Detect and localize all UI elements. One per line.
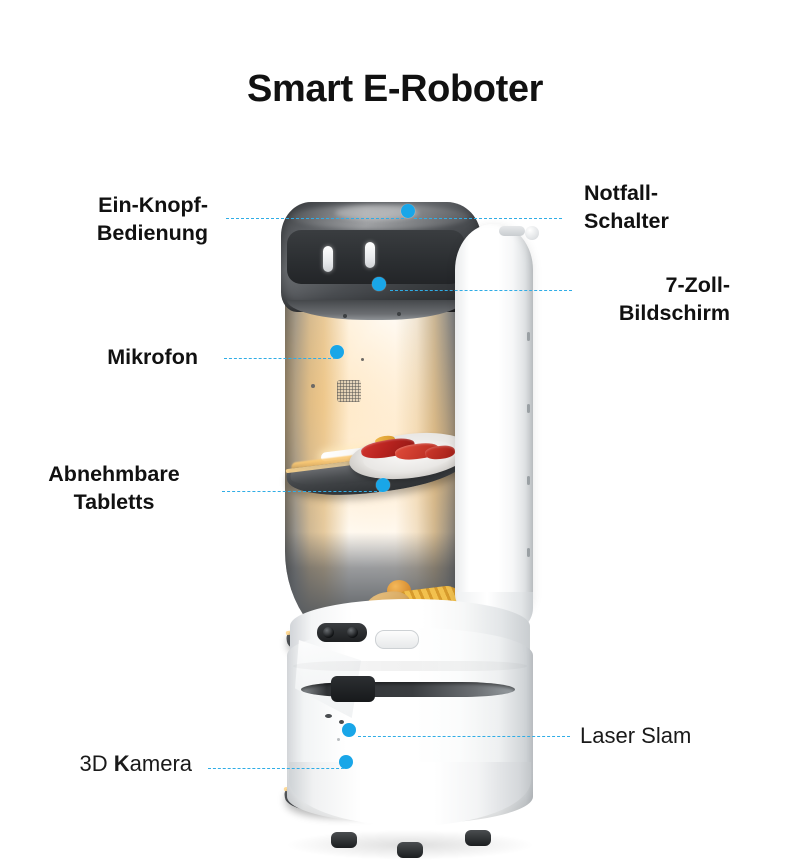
robot-eye-left-icon: [323, 246, 333, 272]
callout-label-laser-slam: Laser Slam: [580, 723, 692, 748]
screen-side-vent: [527, 548, 530, 557]
microphone-grille-icon: [337, 380, 361, 402]
robot-wheel: [465, 830, 491, 846]
camera-lens-icon: [347, 627, 358, 638]
robot-wheel: [397, 842, 423, 858]
base-sensor-dot: [337, 738, 340, 741]
callout-label-7-zoll-bildschirm: 7-Zoll- Bildschirm: [618, 273, 730, 325]
callout-label-3d-kamera-prefix: 3D: [79, 751, 114, 776]
head-sensor-pin: [343, 314, 347, 318]
3d-camera-module: [317, 623, 367, 642]
head-sensor-pin: [397, 312, 401, 316]
callout-label-abnehmbare-tabletts: Abnehmbare Tabletts: [48, 462, 180, 514]
head-top-sheen: [291, 204, 469, 230]
leader-line-3d-kamera: [208, 768, 344, 769]
callout-dot-abnehmbare-tabletts[interactable]: [342, 723, 356, 737]
screen-side-vent: [527, 332, 530, 341]
head-highlight: [335, 206, 419, 220]
cabinet-screw-pin: [311, 384, 315, 388]
callout-label-ein-knopf-bedienung: Ein-Knopf- Bedienung: [96, 193, 208, 245]
callout-dot-notfall-schalter[interactable]: [372, 277, 386, 291]
leader-line-mikrofon: [224, 358, 336, 359]
robot-head: [281, 202, 481, 312]
head-lower-bezel: [287, 300, 463, 320]
base-seam-line: [293, 661, 527, 671]
leader-line-ein-knopf-bedienung: [226, 218, 404, 219]
callout-dot-7-zoll-bildschirm[interactable]: [330, 345, 344, 359]
page-title: Smart E-Roboter: [247, 68, 543, 110]
base-indicator-button[interactable]: [375, 630, 419, 649]
cabinet-screw-pin: [361, 358, 364, 361]
callout-dot-mikrofon[interactable]: [376, 478, 390, 492]
robot-illustration: [279, 196, 541, 860]
screen-side-vent: [527, 476, 530, 485]
emergency-switch-button[interactable]: [525, 226, 539, 240]
robot-wheel: [331, 832, 357, 848]
leader-line-7-zoll-bildschirm: [390, 290, 572, 291]
callout-dot-laser-slam[interactable]: [339, 755, 353, 769]
screen-top-notch: [499, 226, 525, 236]
base-sensor-dot: [325, 714, 332, 718]
screen-side-vent: [527, 404, 530, 413]
robot-eye-right-icon: [365, 242, 375, 268]
seven-inch-screen-panel[interactable]: [455, 224, 533, 616]
callout-label-notfall-schalter: Notfall- Schalter: [584, 181, 669, 233]
leader-line-laser-slam: [358, 736, 570, 737]
base-sensor-dot: [339, 720, 344, 724]
callout-label-3d-kamera: 3D Kamera: [20, 750, 193, 778]
laser-slam-emitter: [331, 676, 375, 702]
leader-line-abnehmbare-tabletts: [222, 491, 382, 492]
callout-label-mikrofon: Mikrofon: [107, 345, 198, 369]
callout-label-3d-kamera-suffix: amera: [129, 751, 192, 776]
head-visor-panel: [287, 230, 465, 284]
callout-dot-ein-knopf-bedienung[interactable]: [401, 204, 415, 218]
callout-label-3d-kamera-bold-k: K: [113, 751, 130, 776]
leader-line-notfall-schalter: [414, 218, 562, 219]
camera-lens-icon: [323, 627, 334, 638]
